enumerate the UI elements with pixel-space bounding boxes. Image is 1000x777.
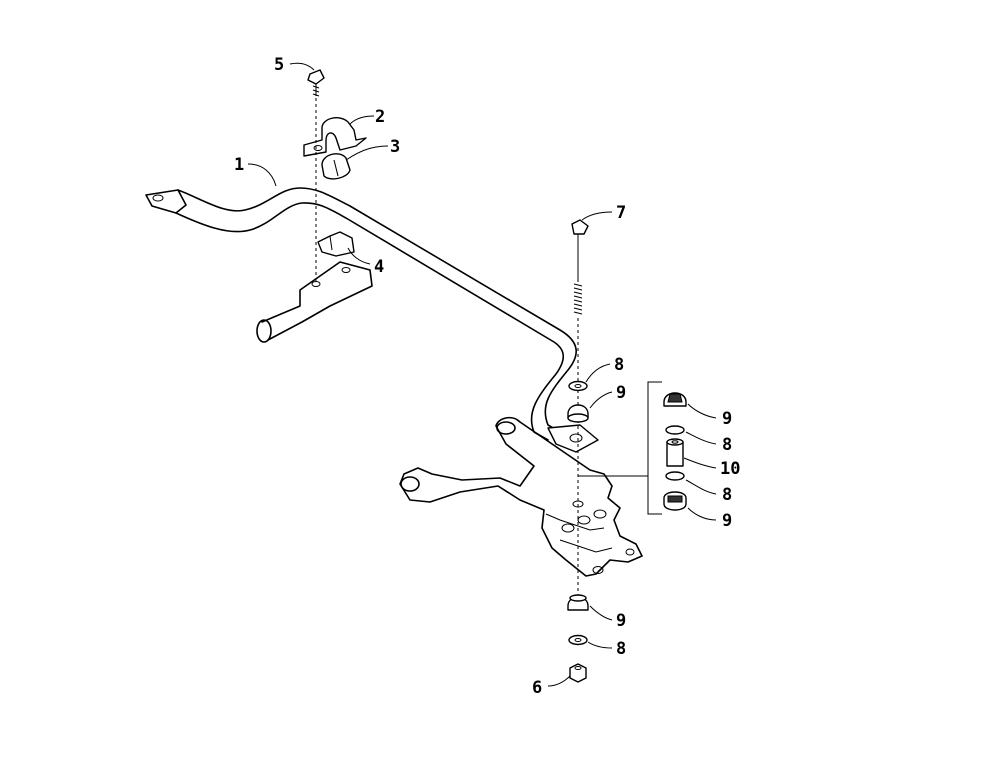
callout-10: 10	[720, 459, 740, 479]
callout-3: 3	[390, 137, 400, 157]
stack-bracket	[578, 381, 662, 515]
nut-6	[569, 663, 587, 683]
callout-4: 4	[374, 257, 384, 277]
clamp-bracket	[303, 117, 367, 157]
grommet-lower	[567, 594, 589, 611]
stack-washer-lower	[665, 471, 685, 481]
stack-grommet-bottom	[663, 491, 687, 511]
callout-8-stack-upper: 8	[722, 435, 732, 455]
washer-lower	[568, 634, 588, 646]
bolt-7	[571, 219, 589, 600]
callout-8-stack-lower: 8	[722, 485, 732, 505]
callout-labels: 1 2 3 4 5 6 7 8 9 9 8 10 8 9 9 8	[234, 55, 740, 698]
callout-1: 1	[234, 155, 244, 175]
stabilizer-bar	[145, 187, 599, 453]
frame-tube	[256, 261, 373, 343]
bolt-5	[307, 69, 325, 284]
callout-8-lower: 8	[616, 639, 626, 659]
callout-2: 2	[375, 107, 385, 127]
bushing	[321, 153, 351, 180]
stack-grommet-top	[663, 392, 687, 407]
grommet-upper	[567, 404, 589, 423]
callout-9-upper: 9	[616, 383, 626, 403]
callout-7: 7	[616, 203, 626, 223]
callout-6: 6	[532, 678, 542, 698]
washer-upper	[568, 380, 588, 392]
mount-bracket	[317, 231, 355, 257]
control-arm	[399, 416, 643, 577]
callout-8-upper: 8	[614, 355, 624, 375]
callout-9-stack-top: 9	[722, 409, 732, 429]
leader-lines	[247, 62, 717, 687]
callout-9-stack-bottom: 9	[722, 511, 732, 531]
stack-washer-upper	[665, 425, 685, 435]
callout-5: 5	[274, 55, 284, 75]
callout-9-lower: 9	[616, 611, 626, 631]
stack-spacer	[666, 438, 684, 467]
